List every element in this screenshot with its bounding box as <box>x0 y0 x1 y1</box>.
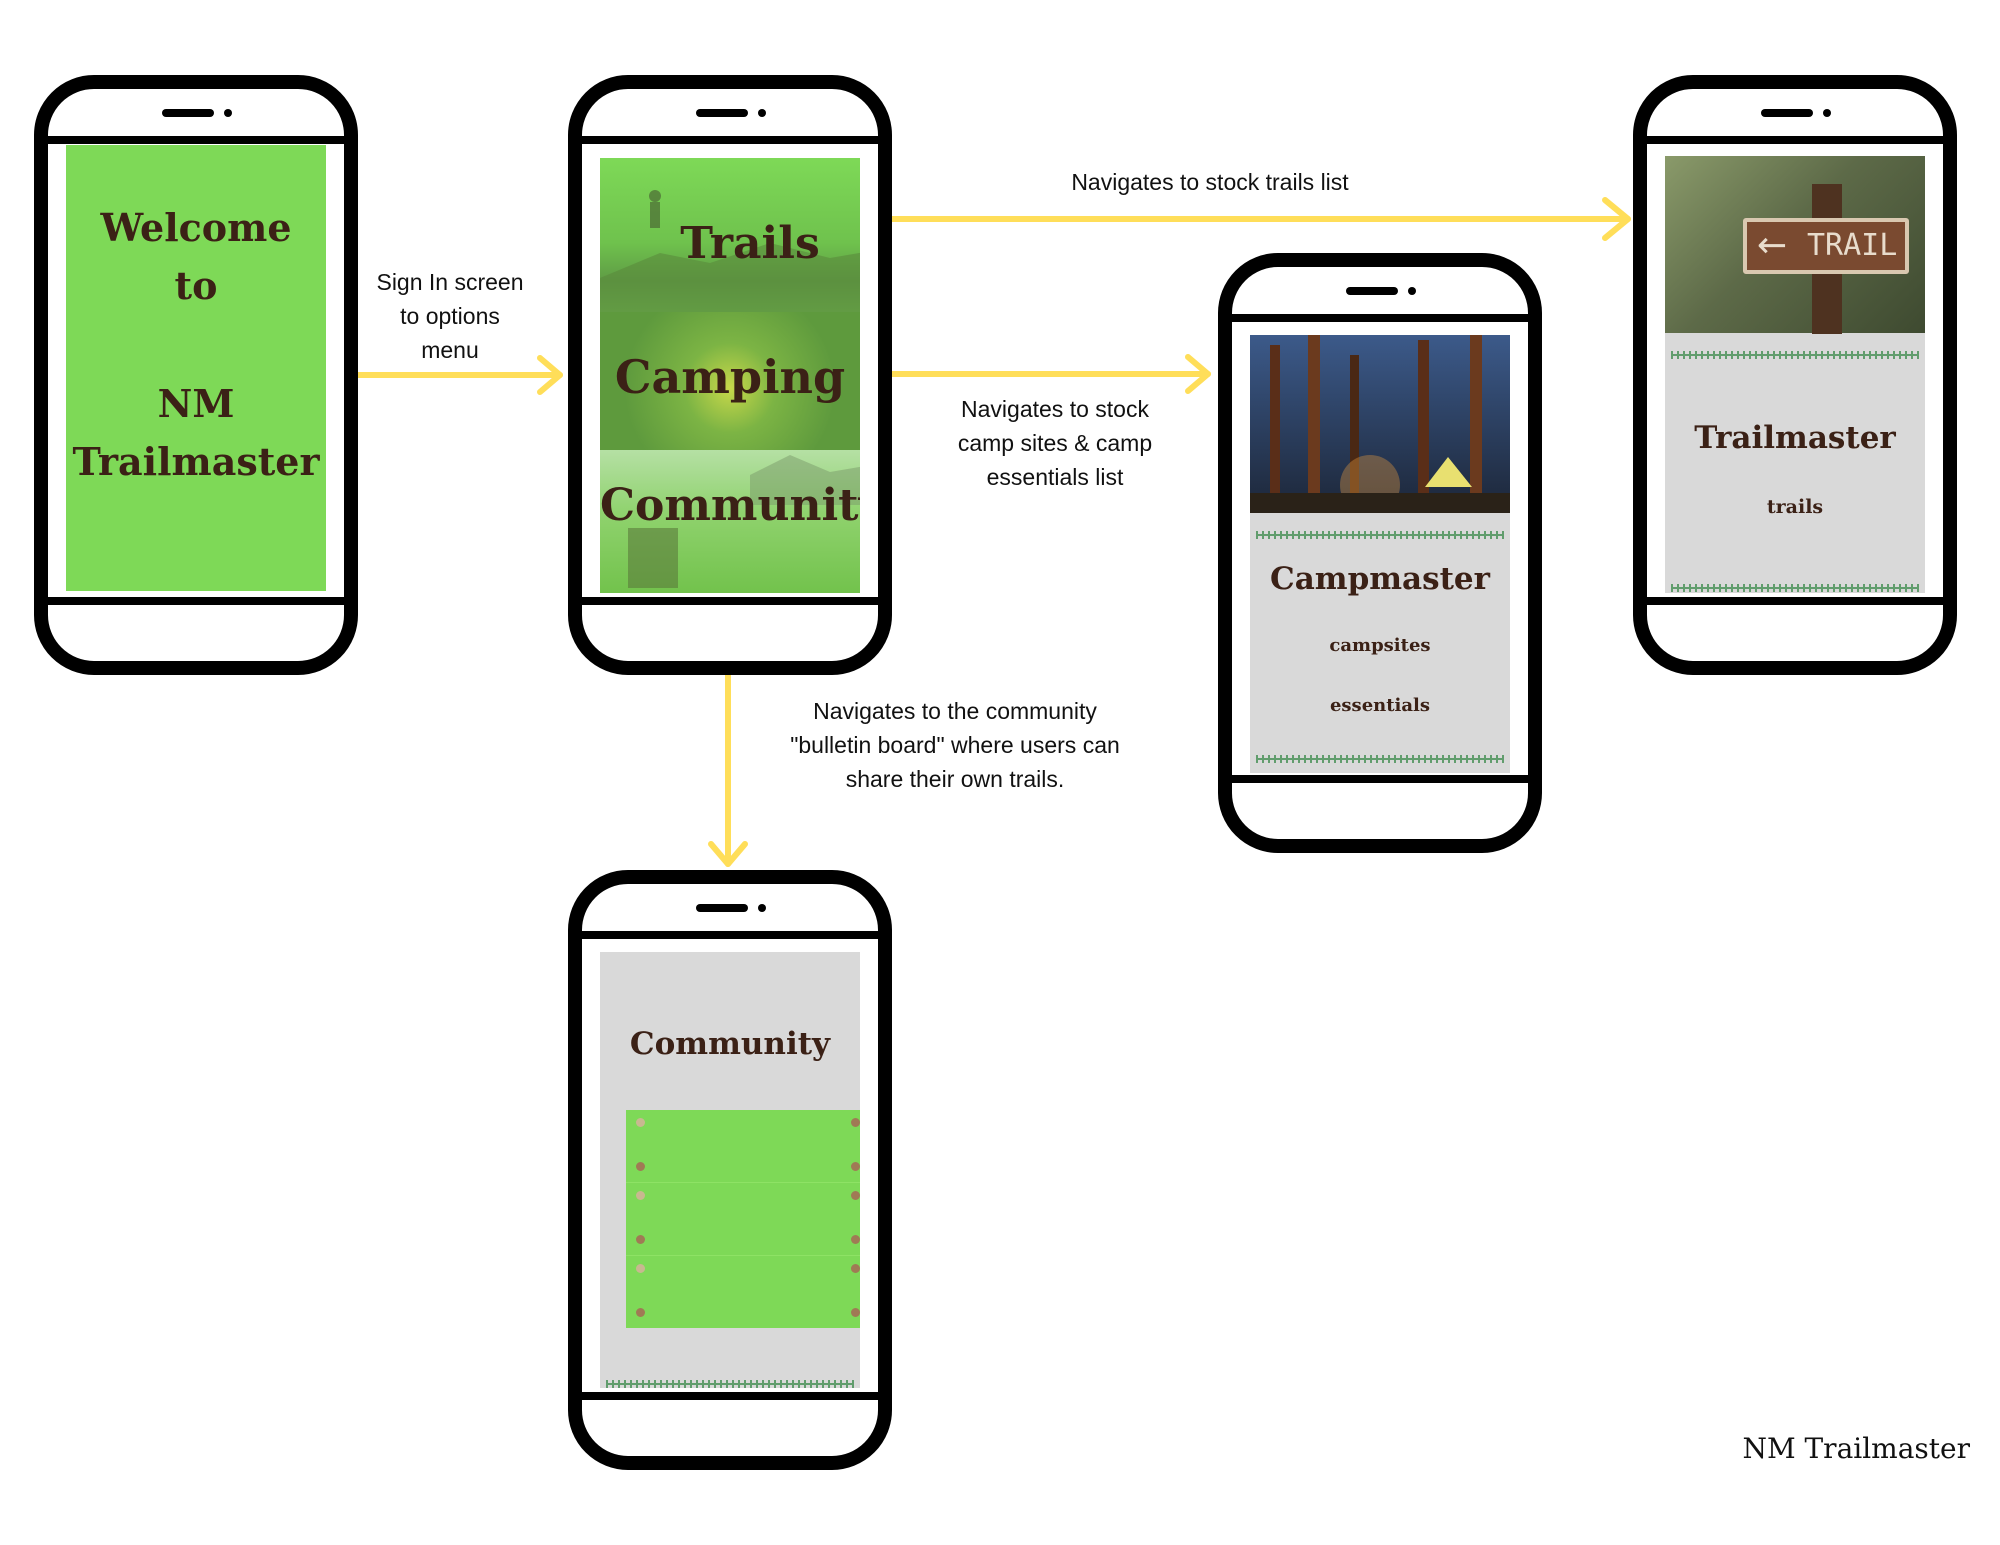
pin-icon <box>851 1118 860 1127</box>
camp-item-campsites[interactable]: campsites <box>1329 635 1431 656</box>
vine-divider <box>606 1380 854 1388</box>
pin-icon <box>851 1235 860 1244</box>
trail-sign: ← TRAIL <box>1743 218 1909 274</box>
arrow-trails-head <box>1602 197 1631 241</box>
trail-sign-photo: ← TRAIL <box>1665 156 1925 334</box>
arrow-signin-head <box>537 355 563 395</box>
phone-camera <box>224 109 232 117</box>
phone-speaker <box>162 109 214 117</box>
trails-arrow-label: Navigates to stock trails list <box>1071 169 1349 195</box>
pin-icon <box>636 1162 645 1171</box>
trails-title: Trailmaster <box>1694 420 1896 456</box>
bulletin-board <box>626 1110 860 1328</box>
pin-icon <box>636 1191 645 1200</box>
phone-camera <box>758 109 766 117</box>
menu-item-community[interactable]: Community <box>600 450 860 593</box>
arrow-camp-head <box>1185 354 1211 394</box>
pin-icon <box>851 1162 860 1171</box>
trails-screen: ← TRAIL Trailmaster trails <box>1665 156 1925 593</box>
vine-divider <box>1671 584 1919 592</box>
welcome-screen[interactable]: Welcome to NM Trailmaster <box>66 145 326 591</box>
pin-icon <box>851 1191 860 1200</box>
phone-trails: ← TRAIL Trailmaster trails <box>1633 75 1957 675</box>
welcome-text-4: Trailmaster <box>72 439 320 484</box>
bulletin-post[interactable] <box>626 1256 860 1328</box>
pin-icon <box>636 1235 645 1244</box>
menu-screen: Trails Camping Community <box>600 158 860 593</box>
pin-icon <box>636 1264 645 1273</box>
phone-menu: Trails Camping Community <box>568 75 892 675</box>
pin-icon <box>636 1308 645 1317</box>
pin-icon <box>636 1118 645 1127</box>
arrow-community-head <box>708 841 748 867</box>
camp-item-essentials[interactable]: essentials <box>1329 695 1431 716</box>
arrow-left-icon: ← <box>1757 225 1788 266</box>
menu-label-community: Community <box>600 480 860 531</box>
phone-community: Community <box>568 870 892 1470</box>
bulletin-post[interactable] <box>626 1183 860 1256</box>
phone-speaker <box>696 109 748 117</box>
campsite-photo <box>1250 335 1510 513</box>
phone-camera <box>1408 287 1416 295</box>
welcome-text-1: Welcome <box>100 205 292 250</box>
trailhead-image <box>628 455 860 588</box>
bulletin-post[interactable] <box>626 1110 860 1183</box>
vine-divider <box>1671 351 1919 359</box>
pin-icon <box>851 1264 860 1273</box>
hiker-image <box>600 190 860 312</box>
menu-label-trails: Trails <box>680 218 820 269</box>
community-screen: Community <box>600 952 860 1388</box>
welcome-text-3: NM <box>157 381 235 426</box>
phone-camera <box>758 904 766 912</box>
trail-sign-text: TRAIL <box>1807 228 1898 263</box>
phone-camera <box>1823 109 1831 117</box>
menu-item-camping[interactable]: Camping <box>600 312 860 450</box>
brand-label: NM Trailmaster <box>1742 1432 1970 1465</box>
camp-screen: Campmaster campsites essentials <box>1250 335 1510 773</box>
camp-arrow-label: Navigates to stock camp sites & camp ess… <box>957 396 1153 490</box>
vine-divider <box>1256 531 1504 539</box>
signin-label: Sign In screen to options menu <box>376 269 524 363</box>
vine-divider <box>1256 755 1504 763</box>
camp-title: Campmaster <box>1270 561 1490 597</box>
phone-camp: Campmaster campsites essentials <box>1218 253 1542 853</box>
phone-speaker <box>1346 287 1398 295</box>
menu-label-camping: Camping <box>614 350 846 404</box>
phone-speaker <box>696 904 748 912</box>
pin-icon <box>851 1308 860 1317</box>
menu-item-trails[interactable]: Trails <box>600 158 860 312</box>
community-title: Community <box>629 1026 831 1062</box>
trails-item-trails[interactable]: trails <box>1766 496 1824 518</box>
phone-speaker <box>1761 109 1813 117</box>
community-arrow-label: Navigates to the community "bulletin boa… <box>790 698 1120 792</box>
welcome-text-2: to <box>174 263 218 308</box>
phone-welcome: Welcome to NM Trailmaster <box>34 75 358 675</box>
